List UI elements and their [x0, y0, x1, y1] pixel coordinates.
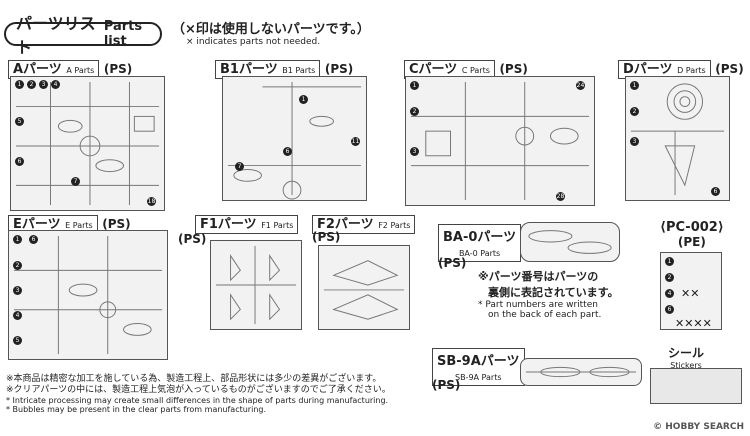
f2-parts-sprue — [318, 245, 410, 330]
footer-notes: ※本商品は精密な加工を施している為、製造工程上、部品形状には多少の差異がございま… — [6, 374, 391, 414]
pc002-label: ⟨PC-002⟩ (PE) — [660, 220, 724, 249]
title-jp: パーツリスト — [16, 14, 96, 57]
d-parts-label: Dパーツ D Parts (PS) — [618, 58, 744, 79]
title-en: Parts list — [103, 19, 143, 49]
sb9a-type: (PS) — [432, 378, 461, 392]
b1-parts-label: B1パーツ B1 Parts (PS) — [215, 58, 353, 79]
parts-list-title: パーツリスト Parts list — [4, 14, 162, 57]
f1-parts-label: F1パーツ F1 Parts — [195, 213, 299, 234]
a-parts-label: Aパーツ A Parts (PS) — [8, 58, 132, 79]
header-note: （×印は使用しないパーツです。） × indicates parts not n… — [172, 18, 370, 47]
e-parts-label: Eパーツ E Parts (PS) — [8, 213, 131, 234]
f2-type: (PS) — [312, 230, 341, 244]
ba0-note: ※パーツ番号はパーツの 裏側に表記されています。 * Part numbers … — [478, 270, 619, 320]
watermark: © HOBBY SEARCH — [653, 422, 744, 432]
ba0-parts-sprue — [520, 222, 620, 262]
note-en: × indicates parts not needed. — [186, 37, 321, 47]
f2-parts-label: F2パーツ F2 Parts — [312, 213, 416, 234]
sb9a-parts-sprue — [520, 358, 642, 386]
stickers-sheet — [650, 368, 742, 404]
f1-type: (PS) — [178, 232, 207, 246]
ba0-type: (PS) — [438, 256, 467, 270]
stickers-label: シール Stickers — [668, 346, 705, 370]
note-jp: （×印は使用しないパーツです。） — [172, 22, 370, 37]
f1-parts-sprue — [210, 240, 302, 330]
c-parts-label: Cパーツ C Parts (PS) — [404, 58, 528, 79]
